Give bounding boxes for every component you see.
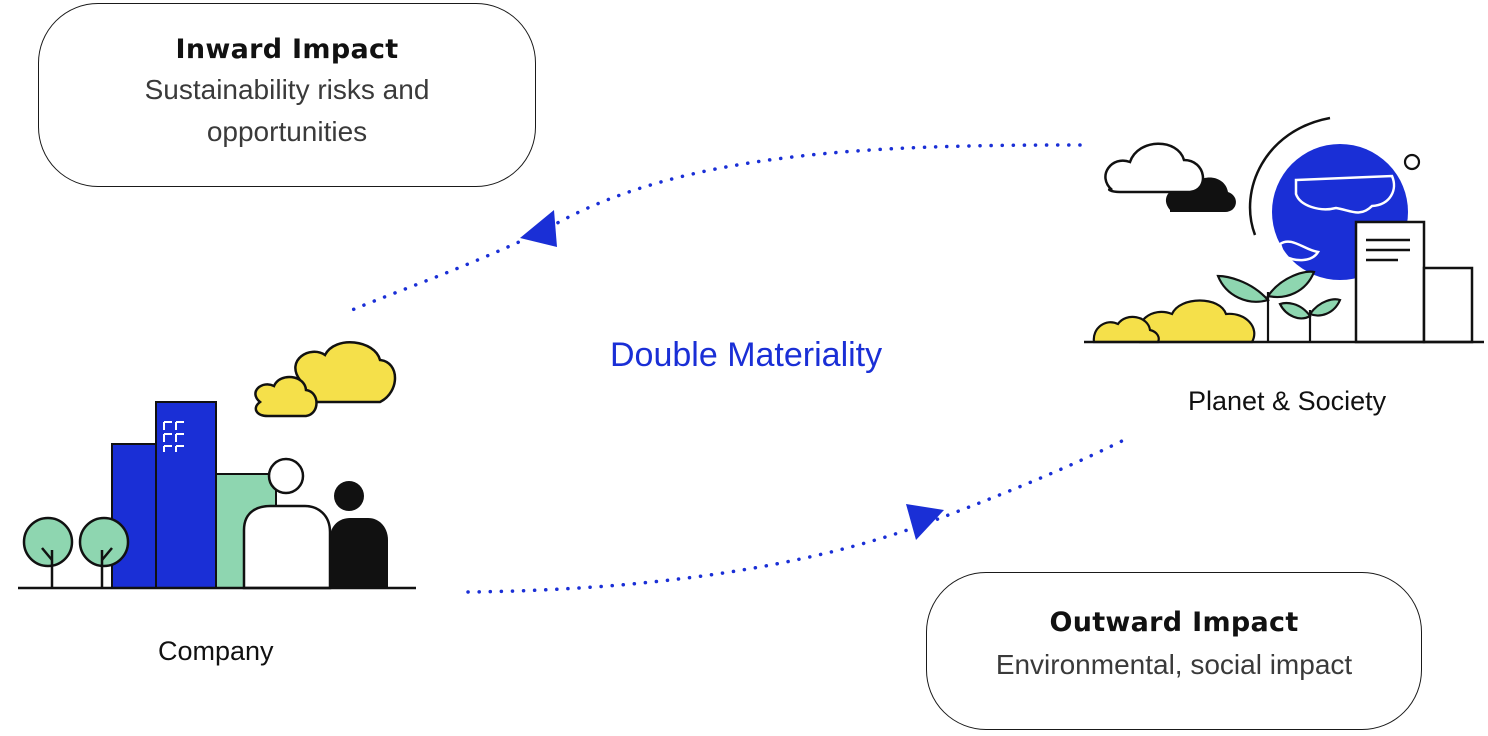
outward-impact-box: Outward Impact Environmental, social imp… xyxy=(926,572,1422,730)
black-cloud-icon xyxy=(1165,177,1236,212)
company-label: Company xyxy=(158,636,274,666)
plant-icon xyxy=(1216,270,1342,342)
inward-impact-title: Inward Impact xyxy=(175,34,399,65)
inward-arrow-path xyxy=(350,143,1082,312)
globe-land-small xyxy=(1278,240,1321,262)
tree-icon xyxy=(78,516,130,588)
person-white-head xyxy=(267,457,305,495)
inward-arrow-head xyxy=(520,210,557,247)
outward-arrow-head xyxy=(906,504,944,540)
moon-icon xyxy=(1403,153,1421,171)
company-illustration xyxy=(18,341,416,590)
office-building xyxy=(1354,220,1426,344)
orbit-arc xyxy=(1248,116,1331,236)
planet-society-label: Planet & Society xyxy=(1188,386,1387,416)
yellow-bush-icon xyxy=(1137,299,1256,344)
outward-arrow-path xyxy=(466,435,1132,594)
double-materiality-label: Double Materiality xyxy=(610,336,883,374)
person-black-head xyxy=(334,481,364,511)
yellow-bush-small-icon xyxy=(1092,315,1160,344)
outward-impact-title: Outward Impact xyxy=(1049,607,1299,638)
planet-illustration xyxy=(1084,116,1484,344)
yellow-cloud-small-icon xyxy=(254,375,318,418)
inward-impact-text: Sustainability risks and opportunities xyxy=(144,74,430,147)
person-black-body xyxy=(330,518,388,588)
outward-impact-text: Environmental, social impact xyxy=(995,649,1353,680)
white-cloud-icon xyxy=(1104,142,1205,194)
person-white-body xyxy=(242,504,332,590)
globe-land xyxy=(1294,174,1396,214)
low-building xyxy=(1422,266,1474,344)
tree-icon xyxy=(22,516,74,588)
inward-impact-box: Inward Impact Sustainability risks and o… xyxy=(38,3,536,187)
window-marks xyxy=(163,421,184,452)
